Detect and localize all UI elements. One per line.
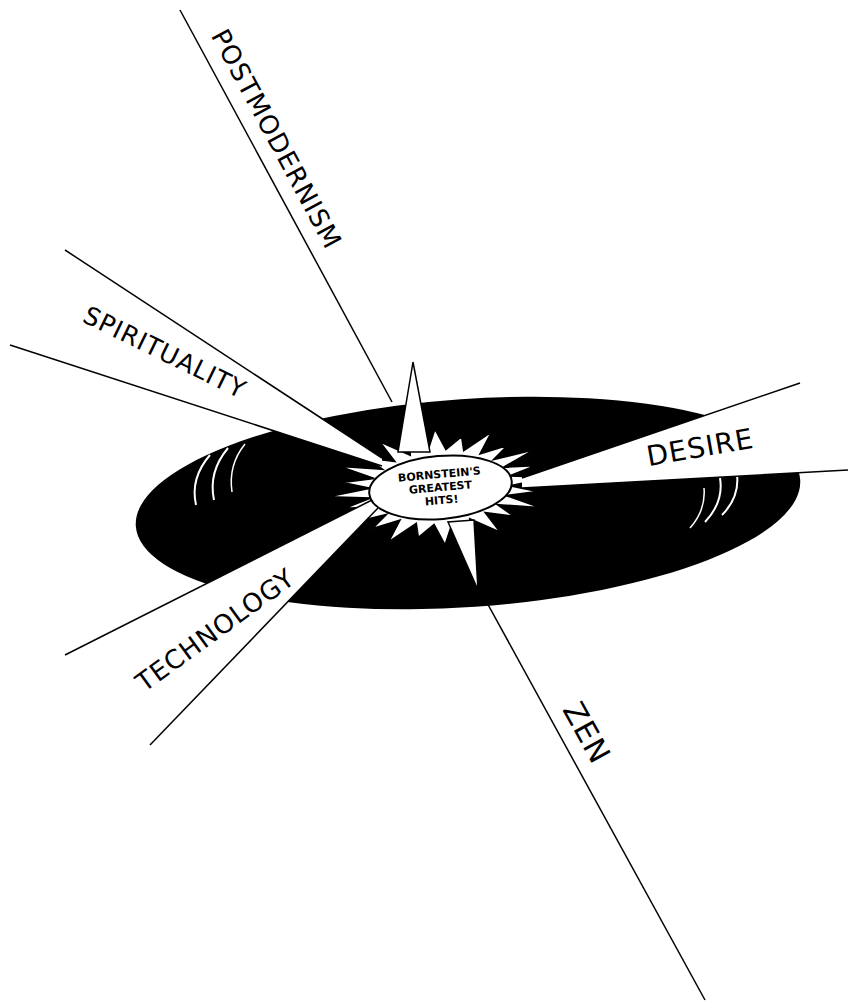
burst-spike <box>398 362 430 452</box>
groove-highlight <box>690 488 704 528</box>
groove-highlight <box>213 448 228 500</box>
label-outline <box>366 449 514 524</box>
groove-highlight <box>705 478 721 522</box>
wedge-edge <box>65 250 382 458</box>
theme-label: POSTMODERNISM <box>206 25 345 253</box>
record-label: BORNSTEIN'S GREATEST HITS! <box>364 447 516 527</box>
wedge-edge <box>522 470 848 488</box>
groove-highlight <box>231 444 245 492</box>
ray-line <box>480 590 705 1000</box>
burst-spike <box>448 520 478 590</box>
theme-label: ZEN <box>557 697 615 768</box>
wedge-fill <box>60 500 378 760</box>
ray-line <box>180 10 392 402</box>
wedge-edge <box>150 508 378 745</box>
label-text: BORNSTEIN'S GREATEST HITS! <box>390 463 489 511</box>
groove-highlight <box>195 455 210 505</box>
wedge-fill <box>0 250 382 466</box>
wedge-edge <box>522 383 800 478</box>
wedge-fill <box>522 383 850 488</box>
